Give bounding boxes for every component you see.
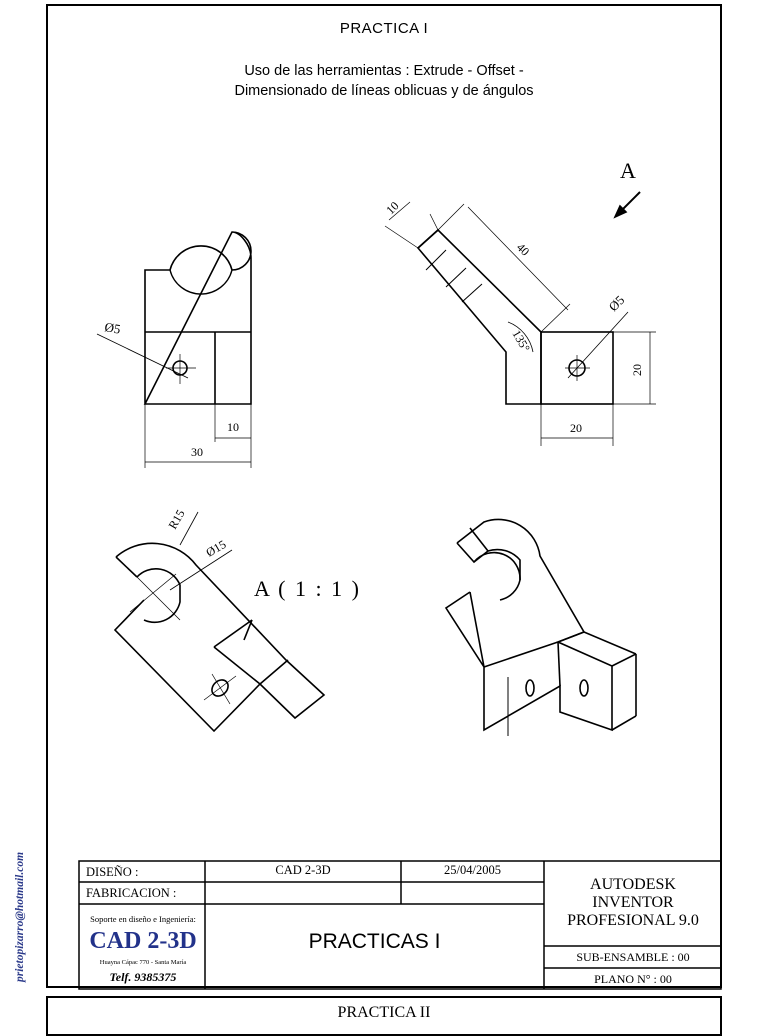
date-field: 25/04/2005: [444, 863, 501, 877]
software-line-1: AUTODESK: [590, 876, 676, 893]
sheet-subtitle: Uso de las herramientas : Extrude - Offs…: [48, 61, 720, 101]
software-name: AUTODESK INVENTOR PROFESIONAL 9.0: [544, 876, 722, 930]
isometric-view: [444, 518, 637, 736]
drawing-title: PRACTICAS I: [308, 930, 441, 953]
company-address: Huayna Cápac 770 - Santa María: [99, 959, 187, 966]
subassembly-field: SUB-ENSAMBLE : 00: [576, 950, 690, 964]
oblique-dim-thickness: 10: [383, 199, 401, 217]
title-block: DISEÑO : FABRICACION : CAD 2-3D 25/04/20…: [78, 860, 722, 990]
oblique-dim-width: 20: [570, 421, 582, 435]
support-text: Soporte en diseño e Ingeniería:: [90, 914, 196, 924]
subtitle-line-1: Uso de las herramientas : Extrude - Offs…: [244, 63, 524, 79]
detail-dim-diameter: Ø15: [204, 537, 229, 559]
sheet-title: PRACTICA I: [339, 20, 429, 37]
front-dim-right: 10: [227, 420, 239, 434]
company-phone: Telf. 9385375: [109, 970, 177, 984]
company-logo: CAD 2-3D: [89, 928, 197, 954]
oblique-dim-length: 40: [514, 240, 532, 258]
drawing-sheet: PRACTICA I Uso de las herramientas : Ext…: [46, 4, 722, 988]
subtitle-line-2: Dimensionado de líneas oblicuas y de áng…: [234, 83, 534, 99]
front-dim-width: 30: [191, 445, 203, 459]
diseno-label: DISEÑO :: [86, 865, 139, 879]
oblique-dim-angle: 135°: [509, 328, 533, 355]
view-label-a: A: [620, 158, 636, 183]
oblique-view: [384, 191, 656, 446]
software-line-2: INVENTOR: [592, 894, 674, 911]
cad-label: CAD 2-3D: [275, 863, 331, 877]
front-view: [96, 231, 252, 468]
detail-label: A ( 1 : 1 ): [254, 576, 361, 601]
oblique-dim-diameter: Ø5: [606, 292, 628, 314]
software-line-3: PROFESIONAL 9.0: [567, 912, 699, 929]
detail-view: [113, 511, 326, 733]
plane-number-field: PLANO N° : 00: [594, 972, 672, 986]
front-dim-diameter: Ø5: [103, 319, 121, 337]
fabricacion-label: FABRICACION :: [86, 886, 177, 900]
next-sheet-title: PRACTICA II: [46, 996, 722, 1036]
detail-dim-radius: R15: [165, 507, 187, 531]
oblique-dim-height: 20: [630, 364, 644, 376]
